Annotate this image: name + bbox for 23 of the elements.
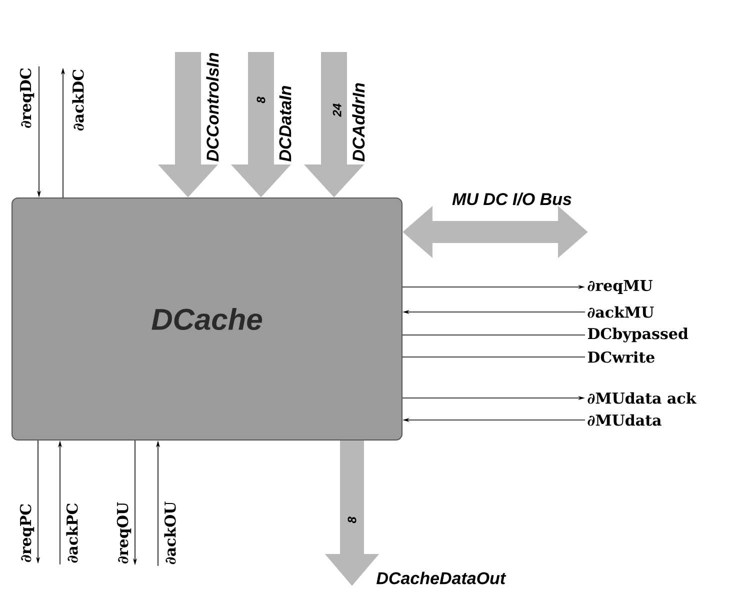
bus-label: MU DC I/O Bus [452,192,572,206]
signal-label: ∂ackOU [164,502,176,564]
signal-label: ∂ackDC [72,70,84,131]
signal-label: ∂reqDC [20,68,34,128]
bus-width-label: 8 [348,516,356,524]
signal-label: ∂MUdata [588,414,662,426]
bus-label: DCacheDataOut [376,572,506,584]
signal-label: ∂ackPC [66,504,78,563]
bus-width-label: 8 [256,96,266,104]
signal-label: DCbypassed [588,328,688,342]
signal-label: DCwrite [588,351,654,363]
block-box: DCache [12,198,402,440]
signal-label: ∂reqOU [116,502,132,564]
bus-width-label: 24 [332,104,342,117]
bus-label: DCAddrIn [352,83,365,162]
bus-label: DCDataIn [279,86,292,162]
signal-label: ∂reqPC [20,504,34,562]
signal-line [402,334,586,336]
signal-label: ∂MUdata ack [588,392,696,404]
signal-label: ∂reqMU [588,280,652,294]
bus-label: DCControlsIn [206,52,219,162]
signal-label: ∂ackMU [588,306,654,318]
signal-line [402,356,586,358]
